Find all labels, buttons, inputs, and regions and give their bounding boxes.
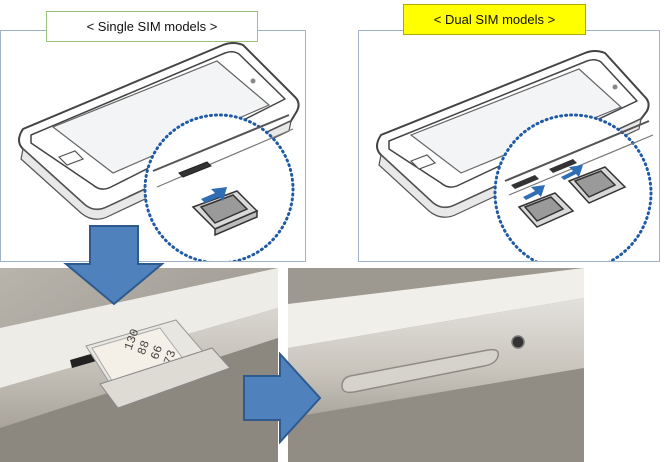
- phone-home-button: [57, 150, 85, 166]
- single-sim-phone-illustration: [18, 42, 300, 261]
- sim-card-text-3: 66: [148, 343, 166, 361]
- sim-tray-photo: 130 88 66 73: [85, 319, 231, 409]
- dual-zoom-dotted-circle: [493, 113, 653, 261]
- insert-arrow-icon: [201, 187, 227, 203]
- dual-sim-phone-illustration: [376, 50, 654, 261]
- right-arrow-icon: [243, 352, 322, 444]
- closed-sim-tray: [341, 348, 500, 394]
- tray-insertion-photo: 130 88 66 73: [0, 268, 278, 462]
- camera-dot: [250, 78, 256, 84]
- dual-sim-illustration-panel: [358, 30, 660, 262]
- eject-pin-hole: [511, 335, 525, 349]
- single-sim-illustration-panel: [0, 30, 306, 262]
- sim-card-photo: 130 88 66 73: [91, 327, 185, 385]
- sim-slot-2: [549, 159, 577, 173]
- closed-slot-photo: [288, 268, 584, 462]
- insert-arrow-icon: [523, 185, 545, 200]
- dual-sim-label: < Dual SIM models >: [403, 4, 586, 35]
- sim-card-text-2: 88: [135, 339, 153, 357]
- sim-slot: [178, 161, 212, 178]
- down-arrow-icon: [63, 225, 165, 306]
- single-sim-label: < Single SIM models >: [46, 11, 258, 42]
- sim-card-text-1: 130: [122, 327, 143, 352]
- insert-arrow-icon: [561, 165, 583, 180]
- phone-screen: [51, 60, 271, 174]
- sim-slot-1: [511, 175, 539, 189]
